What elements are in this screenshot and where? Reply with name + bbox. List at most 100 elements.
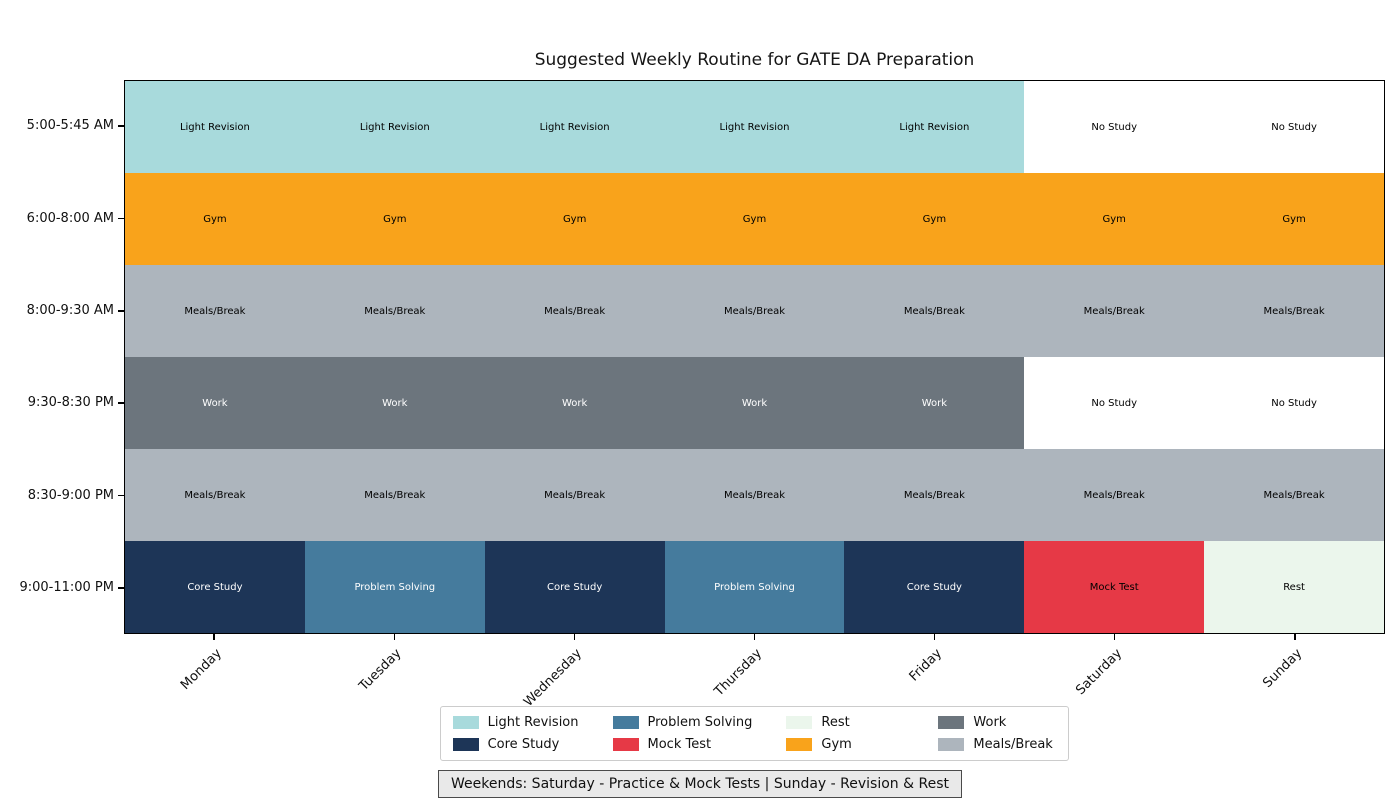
- grid-cell-meals: Meals/Break: [484, 449, 665, 541]
- legend-label: Gym: [821, 737, 852, 752]
- grid-cell-light-revision: Light Revision: [484, 81, 665, 173]
- grid-cell-work: Work: [844, 357, 1025, 449]
- grid-cell-work: Work: [125, 357, 305, 449]
- grid-cell-no-study: No Study: [1204, 81, 1385, 173]
- grid-cell-meals: Meals/Break: [1204, 449, 1385, 541]
- time-slot-label: 5:00-5:45 AM: [26, 118, 114, 134]
- day-label: Thursday: [711, 646, 766, 700]
- grid-cell-light-revision: Light Revision: [304, 81, 485, 173]
- grid-cell-no-study: No Study: [1204, 357, 1385, 449]
- grid-cell-meals: Meals/Break: [1024, 449, 1205, 541]
- grid-cell-meals: Meals/Break: [125, 265, 305, 357]
- legend-swatch: [938, 738, 965, 751]
- grid-cell-meals: Meals/Break: [664, 449, 845, 541]
- grid-cell-work: Work: [484, 357, 665, 449]
- y-tick-mark: [118, 494, 124, 497]
- grid-cell-meals: Meals/Break: [484, 265, 665, 357]
- grid-cell-meals: Meals/Break: [125, 449, 305, 541]
- grid-cell-meals: Meals/Break: [1024, 265, 1205, 357]
- grid-cell-problem-solving: Problem Solving: [664, 541, 845, 633]
- y-tick-mark: [118, 310, 124, 312]
- grid-cell-gym: Gym: [664, 173, 845, 265]
- grid-cell-gym: Gym: [304, 173, 485, 265]
- grid-cell-light-revision: Light Revision: [844, 81, 1025, 173]
- grid-cell-light-revision: Light Revision: [125, 81, 305, 173]
- day-label: Sunday: [1260, 646, 1306, 692]
- time-axis: 5:00-5:45 AM 6:00-8:00 AM 8:00-9:30 AM 9:30…: [0, 80, 118, 634]
- grid-cell-problem-solving: Problem Solving: [304, 541, 485, 633]
- legend-swatch: [938, 716, 965, 729]
- day-label: Monday: [177, 646, 225, 693]
- weekend-note: Weekends: Saturday - Practice & Mock Tes…: [437, 770, 962, 798]
- legend-swatch: [612, 716, 639, 729]
- grid-cell-no-study: No Study: [1024, 357, 1205, 449]
- grid-cell-gym: Gym: [1204, 173, 1385, 265]
- legend-label: Rest: [821, 715, 850, 730]
- legend-label: Light Revision: [487, 715, 579, 730]
- grid-cell-rest: Rest: [1204, 541, 1385, 633]
- legend-swatch: [452, 716, 479, 729]
- grid-cell-work: Work: [304, 357, 485, 449]
- legend-swatch: [612, 738, 639, 751]
- legend-label: Mock Test: [647, 737, 712, 752]
- day-axis: Monday Tuesday Wednesday Thursday Friday Satu…: [124, 634, 1385, 710]
- legend-item-core-study: Core Study: [452, 737, 579, 752]
- legend-item-light-revision: Light Revision: [452, 715, 579, 730]
- y-tick-mark: [118, 217, 124, 220]
- grid-cell-gym: Gym: [484, 173, 665, 265]
- grid-cell-meals: Meals/Break: [664, 265, 845, 357]
- legend-label: Problem Solving: [647, 715, 753, 730]
- x-tick-mark: [213, 634, 215, 640]
- chart-title: Suggested Weekly Routine for GATE DA Pre…: [534, 50, 975, 70]
- y-tick-mark: [118, 125, 124, 127]
- day-label: Saturday: [1073, 646, 1126, 699]
- grid-cell-core-study: Core Study: [484, 541, 665, 633]
- x-tick-mark: [393, 634, 395, 640]
- time-slot-label: 8:00-9:30 AM: [26, 302, 114, 318]
- y-tick-mark: [118, 587, 124, 589]
- legend-label: Core Study: [487, 737, 560, 752]
- x-tick-mark: [1114, 634, 1116, 640]
- grid-cell-meals: Meals/Break: [1204, 265, 1385, 357]
- legend-item-meals: Meals/Break: [938, 737, 1056, 752]
- grid-cell-work: Work: [664, 357, 845, 449]
- legend-swatch: [786, 716, 813, 729]
- grid-cell-gym: Gym: [1024, 173, 1205, 265]
- legend-label: Meals/Break: [973, 737, 1053, 752]
- grid-cell-meals: Meals/Break: [844, 265, 1025, 357]
- grid-cell-meals: Meals/Break: [304, 449, 485, 541]
- legend-item-gym: Gym: [786, 737, 904, 752]
- legend-swatch: [452, 738, 479, 751]
- legend-item-problem-solving: Problem Solving: [612, 715, 753, 730]
- day-label: Tuesday: [356, 646, 405, 695]
- x-tick-mark: [933, 634, 936, 640]
- grid-cell-core-study: Core Study: [844, 541, 1025, 633]
- time-slot-label: 6:00-8:00 AM: [26, 210, 114, 226]
- legend-label: Work: [973, 715, 1007, 730]
- x-tick-mark: [1294, 634, 1296, 640]
- x-tick-mark: [573, 634, 576, 640]
- grid-cell-meals: Meals/Break: [304, 265, 485, 357]
- time-slot-label: 9:30-8:30 PM: [27, 395, 114, 411]
- legend-swatch: [786, 738, 813, 751]
- x-tick-mark: [753, 634, 756, 640]
- time-slot-label: 9:00-11:00 PM: [19, 579, 114, 595]
- grid-cell-gym: Gym: [125, 173, 305, 265]
- day-label: Wednesday: [521, 646, 585, 710]
- y-axis-ticks: [118, 80, 124, 634]
- grid-cell-gym: Gym: [844, 173, 1025, 265]
- day-label: Friday: [906, 646, 946, 685]
- legend-item-mock-test: Mock Test: [612, 737, 753, 752]
- grid-cell-core-study: Core Study: [125, 541, 305, 633]
- caption-box: Weekends: Saturday - Practice & Mock Tes…: [0, 770, 1400, 798]
- time-slot-label: 8:30-9:00 PM: [27, 487, 114, 503]
- legend-item-work: Work: [938, 715, 1056, 730]
